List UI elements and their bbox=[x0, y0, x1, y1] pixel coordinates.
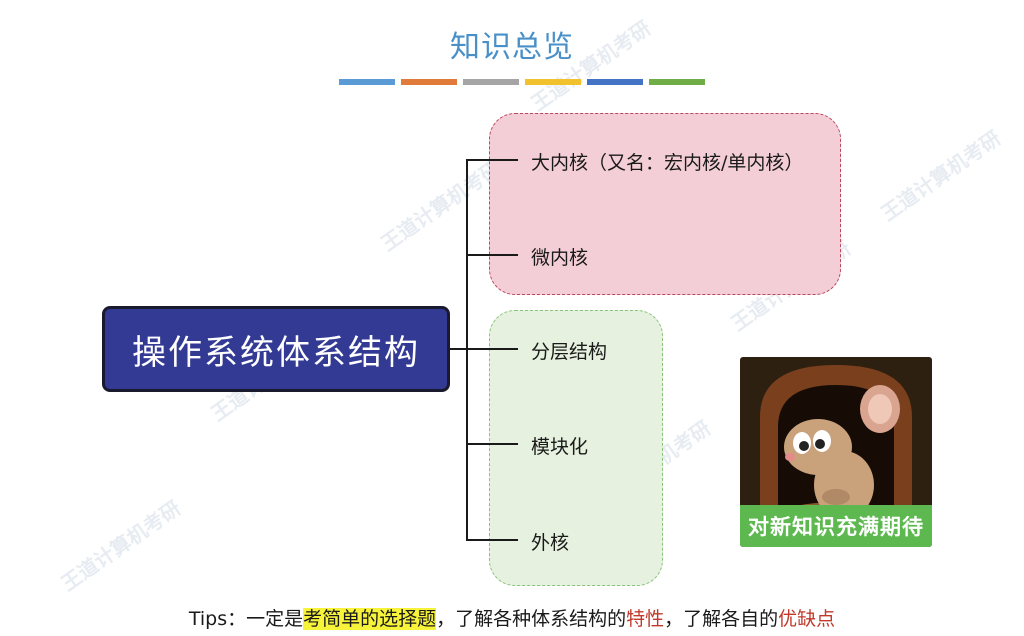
tips-emphasis-characteristics: 特性 bbox=[626, 608, 665, 630]
branch-microkernel: 微内核 bbox=[531, 247, 589, 269]
tips-highlight: 考简单的选择题 bbox=[303, 608, 437, 630]
slide-title: 知识总览 bbox=[450, 30, 574, 65]
color-bar bbox=[401, 79, 457, 85]
watermark: 王道计算机考研 bbox=[376, 155, 506, 256]
color-bar bbox=[463, 79, 519, 85]
meme-caption: 对新知识充满期待 bbox=[740, 505, 932, 547]
color-bar bbox=[587, 79, 643, 85]
connector-line bbox=[466, 348, 518, 350]
branch-layered: 分层结构 bbox=[531, 341, 608, 363]
branch-exokernel: 外核 bbox=[531, 532, 570, 554]
connector-line bbox=[466, 159, 468, 541]
tips-text: ，了解各自的 bbox=[664, 608, 779, 630]
connector-line bbox=[450, 348, 468, 350]
tips-prefix: Tips：一定是 bbox=[188, 608, 304, 630]
watermark: 王道计算机考研 bbox=[56, 495, 186, 596]
color-bar bbox=[339, 79, 395, 85]
mouse-meme-image: 对新知识充满期待 bbox=[740, 357, 932, 547]
tips-line: Tips：一定是考简单的选择题，了解各种体系结构的特性，了解各自的优缺点 bbox=[0, 604, 1024, 631]
connector-line bbox=[466, 443, 518, 445]
branch-monolithic-kernel: 大内核（又名：宏内核/单内核） bbox=[531, 152, 804, 174]
kernel-group-box bbox=[489, 113, 841, 295]
branch-modular: 模块化 bbox=[531, 436, 589, 458]
color-bar bbox=[525, 79, 581, 85]
connector-line bbox=[466, 159, 518, 161]
connector-line bbox=[466, 539, 518, 541]
main-topic-node: 操作系统体系结构 bbox=[102, 306, 450, 392]
watermark: 王道计算机考研 bbox=[876, 125, 1006, 226]
color-bar bbox=[649, 79, 705, 85]
connector-line bbox=[466, 254, 518, 256]
tips-emphasis-pros-cons: 优缺点 bbox=[778, 608, 836, 630]
tips-text: ，了解各种体系结构的 bbox=[436, 608, 627, 630]
structure-group-box bbox=[489, 310, 663, 586]
